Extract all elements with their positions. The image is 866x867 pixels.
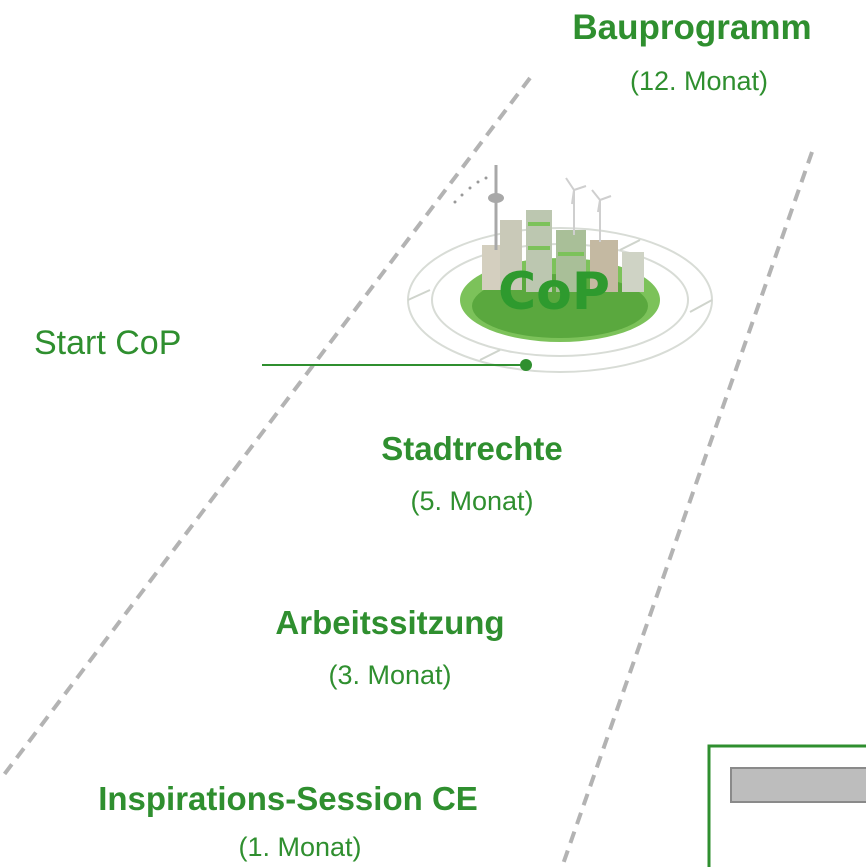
milestone-title-stadtrechte: Stadtrechte [381,430,563,467]
start-marker-dot [520,359,532,371]
start-cop-label: Start CoP [34,324,182,362]
city-globe-icon [407,165,713,373]
milestone-subtitle-arbeitssitzung: (3. Monat) [328,660,452,690]
cop-logo-text: CoP [498,262,610,322]
side-panel-bar [730,767,866,803]
road-left-edge [0,76,532,782]
side-panel [707,744,866,867]
milestone-subtitle-bauprogramm: (12. Monat) [629,66,769,96]
milestone-title-inspirations-session: Inspirations-Session CE [98,780,478,817]
milestone-subtitle-stadtrechte: (5. Monat) [410,486,534,516]
road-right-edge [560,151,814,867]
milestone-title-bauprogramm: Bauprogramm [572,8,812,47]
milestone-title-arbeitssitzung: Arbeitssitzung [275,604,505,641]
milestone-subtitle-inspirations-session: (1. Monat) [238,832,362,862]
